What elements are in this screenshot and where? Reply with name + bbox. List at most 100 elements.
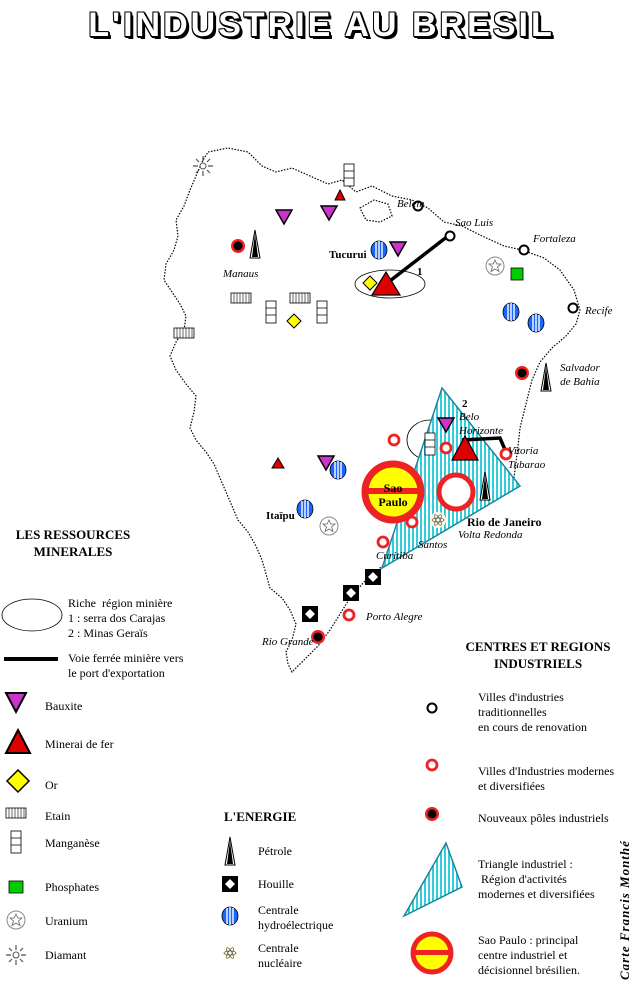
manganese-marker (424, 432, 436, 456)
label-vitoria: Vitoria Tubarao (508, 445, 546, 471)
uranium-marker (319, 516, 339, 536)
manganese-marker (343, 163, 355, 187)
legend-coal: Houille (258, 877, 294, 891)
label-salvador: Salvador de Bahia (560, 362, 600, 388)
legend-bauxite-symbol (4, 692, 28, 715)
legend-modern-symbol (425, 758, 439, 772)
diamond-marker (192, 155, 214, 177)
phosphate-marker (510, 267, 524, 281)
nuclear-marker (429, 511, 447, 529)
legend-traditional: Villes d'industries traditionnelles en c… (478, 690, 587, 734)
manganese-marker (316, 300, 328, 324)
legend-bauxite: Bauxite (45, 699, 83, 713)
tin-marker (230, 292, 252, 304)
tin-marker (289, 292, 311, 304)
legend-energy-heading: L'ENERGIE (224, 809, 297, 824)
legend-phosphate-symbol (8, 880, 24, 894)
legend-gold: Or (45, 778, 58, 792)
legend-tin: Etain (45, 809, 71, 823)
label-porto-alegre: Porto Alegre (366, 611, 423, 623)
label-belo-horizonte: Belo Horizonte (459, 411, 503, 437)
label-santos: Santos (418, 539, 448, 551)
hydro-marker (527, 313, 545, 333)
coal-marker (365, 569, 381, 585)
legend-uranium: Uranium (45, 914, 88, 928)
carajas-railway (384, 234, 450, 286)
legend-oil-symbol (224, 836, 236, 866)
label-recife: Recife (585, 305, 613, 317)
tin-marker (173, 327, 195, 339)
label-curitiba: Curitiba (376, 550, 414, 562)
marajo-island (359, 199, 393, 223)
coal-marker (302, 606, 318, 622)
label-volta-redonda: Volta Redonda (458, 529, 523, 541)
legend-nuclear-symbol (221, 944, 239, 962)
legend-oil: Pétrole (258, 844, 292, 858)
label-sao-paulo: Sao Paulo (378, 481, 408, 509)
fortaleza-marker (518, 244, 530, 256)
legend-gold-symbol (5, 768, 31, 794)
legend-manganese: Manganèse (45, 836, 100, 850)
itaipu-hydro-marker (296, 499, 314, 519)
label-sao-luis: Sao Luis (455, 217, 494, 229)
legend-diamond: Diamant (45, 948, 87, 962)
legend-coal-symbol (222, 876, 238, 892)
legend-hydro-symbol (221, 906, 239, 926)
legend-new-pole-symbol (425, 807, 439, 821)
recife-marker (567, 302, 579, 314)
oil-marker (540, 362, 552, 392)
legend-sao-paulo-symbol (410, 931, 454, 975)
hydro-marker (502, 302, 520, 322)
label-itaipu: Itaïpu (266, 510, 295, 522)
brazil-outline (163, 147, 581, 674)
legend-hydro: Centrale hydroélectrique (258, 903, 334, 932)
legend-nuclear: Centrale nucléaire (258, 941, 302, 970)
gold-marker (362, 275, 378, 291)
legend-uranium-symbol (6, 910, 26, 930)
salvador-pole (515, 366, 529, 380)
curitiba-marker (376, 535, 390, 549)
legend-region-symbol (1, 598, 63, 632)
label-rio-de-janeiro: Rio de Janeiro (467, 515, 542, 529)
legend-iron-symbol (4, 727, 32, 754)
label-belem: Belem (397, 198, 425, 210)
manganese-marker (265, 300, 277, 324)
iron-marker (271, 457, 285, 469)
manaus-pole (231, 239, 245, 253)
legend-triangle-symbol (402, 841, 463, 918)
rio-de-janeiro-ring (436, 472, 476, 512)
coal-marker (343, 585, 359, 601)
legend-modern: Villes d'Industries modernes et diversif… (478, 764, 615, 793)
hydro-marker (329, 460, 347, 480)
legend-mining-region: Riche région minière 1 : serra dos Caraj… (68, 596, 173, 640)
legend-new-poles: Nouveaux pôles industriels (478, 811, 609, 825)
legend-tin-symbol (5, 807, 27, 819)
legend-resources-heading: LES RESSOURCES MINERALES (15, 527, 131, 559)
label-tucurui: Tucurui (329, 249, 367, 261)
belo-horizonte-marker (439, 441, 453, 455)
label-region-1: 1 (417, 266, 423, 278)
legend-manganese-symbol (10, 830, 22, 854)
sao-paulo-symbol (361, 460, 425, 524)
author-credit: Carte Francis Monthé (617, 840, 632, 980)
legend-triangle: Triangle industriel : Région d'activités… (478, 857, 595, 901)
minas-railway (461, 436, 508, 453)
minas-modern-marker (387, 433, 401, 447)
porto-alegre-marker (342, 608, 356, 622)
label-region-2: 2 (462, 398, 468, 410)
label-manaus: Manaus (223, 268, 259, 280)
legend-railway: Voie ferrée minière vers le port d'expor… (68, 651, 184, 680)
hydro-marker (370, 240, 388, 260)
uranium-marker (485, 256, 505, 276)
legend-phosphates: Phosphates (45, 880, 99, 894)
sao-luis-marker (444, 230, 456, 242)
legend-sao-paulo: Sao Paulo : principal centre industriel … (478, 933, 580, 977)
legend-industry-heading: CENTRES ET REGIONS INDUSTRIELS (465, 639, 611, 671)
iron-marker (370, 270, 402, 296)
gold-marker (286, 313, 302, 329)
legend-diamond-symbol (5, 944, 27, 966)
legend-traditional-symbol (426, 702, 438, 714)
label-rio-grande: Rio Grande (262, 636, 314, 648)
legend-iron: Minerai de fer (45, 737, 114, 751)
